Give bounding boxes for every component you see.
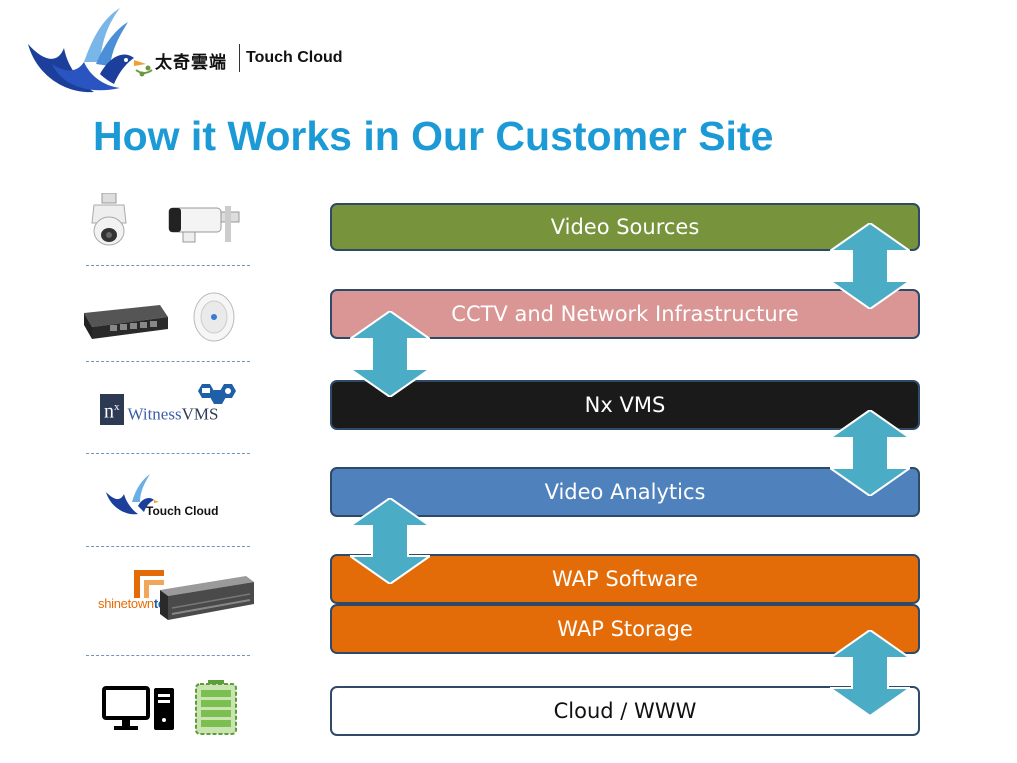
dome-camera-icon bbox=[91, 193, 127, 246]
touch-cloud-small-text: Touch Cloud bbox=[146, 504, 219, 518]
touch-cloud-small-logo-icon bbox=[106, 474, 159, 515]
layer-wap-storage: WAP Storage bbox=[330, 604, 920, 654]
layer-label: WAP Storage bbox=[557, 617, 693, 641]
layer-cloud-www: Cloud / WWW bbox=[330, 686, 920, 736]
nx-vms-text: VMS bbox=[181, 404, 219, 424]
logo-text-cn: 太奇雲端 bbox=[155, 53, 227, 73]
page-title: How it Works in Our Customer Site bbox=[93, 113, 774, 159]
layer-label: Cloud / WWW bbox=[553, 699, 697, 723]
nx-letter-x: x bbox=[114, 401, 120, 413]
layer-label: Video Sources bbox=[550, 215, 700, 239]
layer-label: Nx VMS bbox=[584, 393, 666, 417]
bird-logo-icon bbox=[28, 8, 153, 93]
nx-letter-n: n bbox=[104, 400, 114, 423]
layer-label: WAP Software bbox=[552, 567, 698, 591]
storage-battery-icon bbox=[195, 680, 237, 735]
row-divider bbox=[86, 265, 250, 266]
shinetown-text: shinetown bbox=[98, 596, 154, 611]
bullet-camera-icon bbox=[168, 206, 240, 243]
double-arrow-icon bbox=[350, 311, 430, 397]
row-divider bbox=[86, 361, 250, 362]
layer-video-analytics: Video Analytics bbox=[330, 467, 920, 517]
layer-label: CCTV and Network Infrastructure bbox=[451, 302, 799, 326]
row-divider bbox=[86, 453, 250, 454]
layer-cctv-network: CCTV and Network Infrastructure bbox=[330, 289, 920, 339]
nx-witness-logo: nx WitnessVMS bbox=[100, 394, 218, 425]
row-divider bbox=[86, 546, 250, 547]
logo-text-en: Touch Cloud bbox=[246, 49, 343, 66]
rack-server-icon bbox=[160, 576, 254, 620]
nx-witness-text: Witness bbox=[127, 404, 182, 424]
vms-badge-icon bbox=[198, 384, 236, 404]
layer-video-sources: Video Sources bbox=[330, 203, 920, 251]
logo-separator bbox=[239, 44, 240, 72]
layer-wap-software: WAP Software bbox=[330, 554, 920, 604]
row-divider bbox=[86, 655, 250, 656]
double-arrow-icon bbox=[830, 223, 910, 309]
network-switch-icon bbox=[84, 305, 168, 339]
layer-nx-vms: Nx VMS bbox=[330, 380, 920, 430]
double-arrow-icon bbox=[830, 410, 910, 496]
wireless-antenna-icon bbox=[193, 292, 235, 342]
layer-label: Video Analytics bbox=[544, 480, 706, 504]
double-arrow-icon bbox=[350, 498, 430, 584]
desktop-computer-icon bbox=[102, 686, 174, 730]
double-arrow-icon bbox=[830, 630, 910, 716]
shinetown-logo-icon bbox=[134, 570, 164, 598]
brand-logo bbox=[24, 4, 364, 104]
